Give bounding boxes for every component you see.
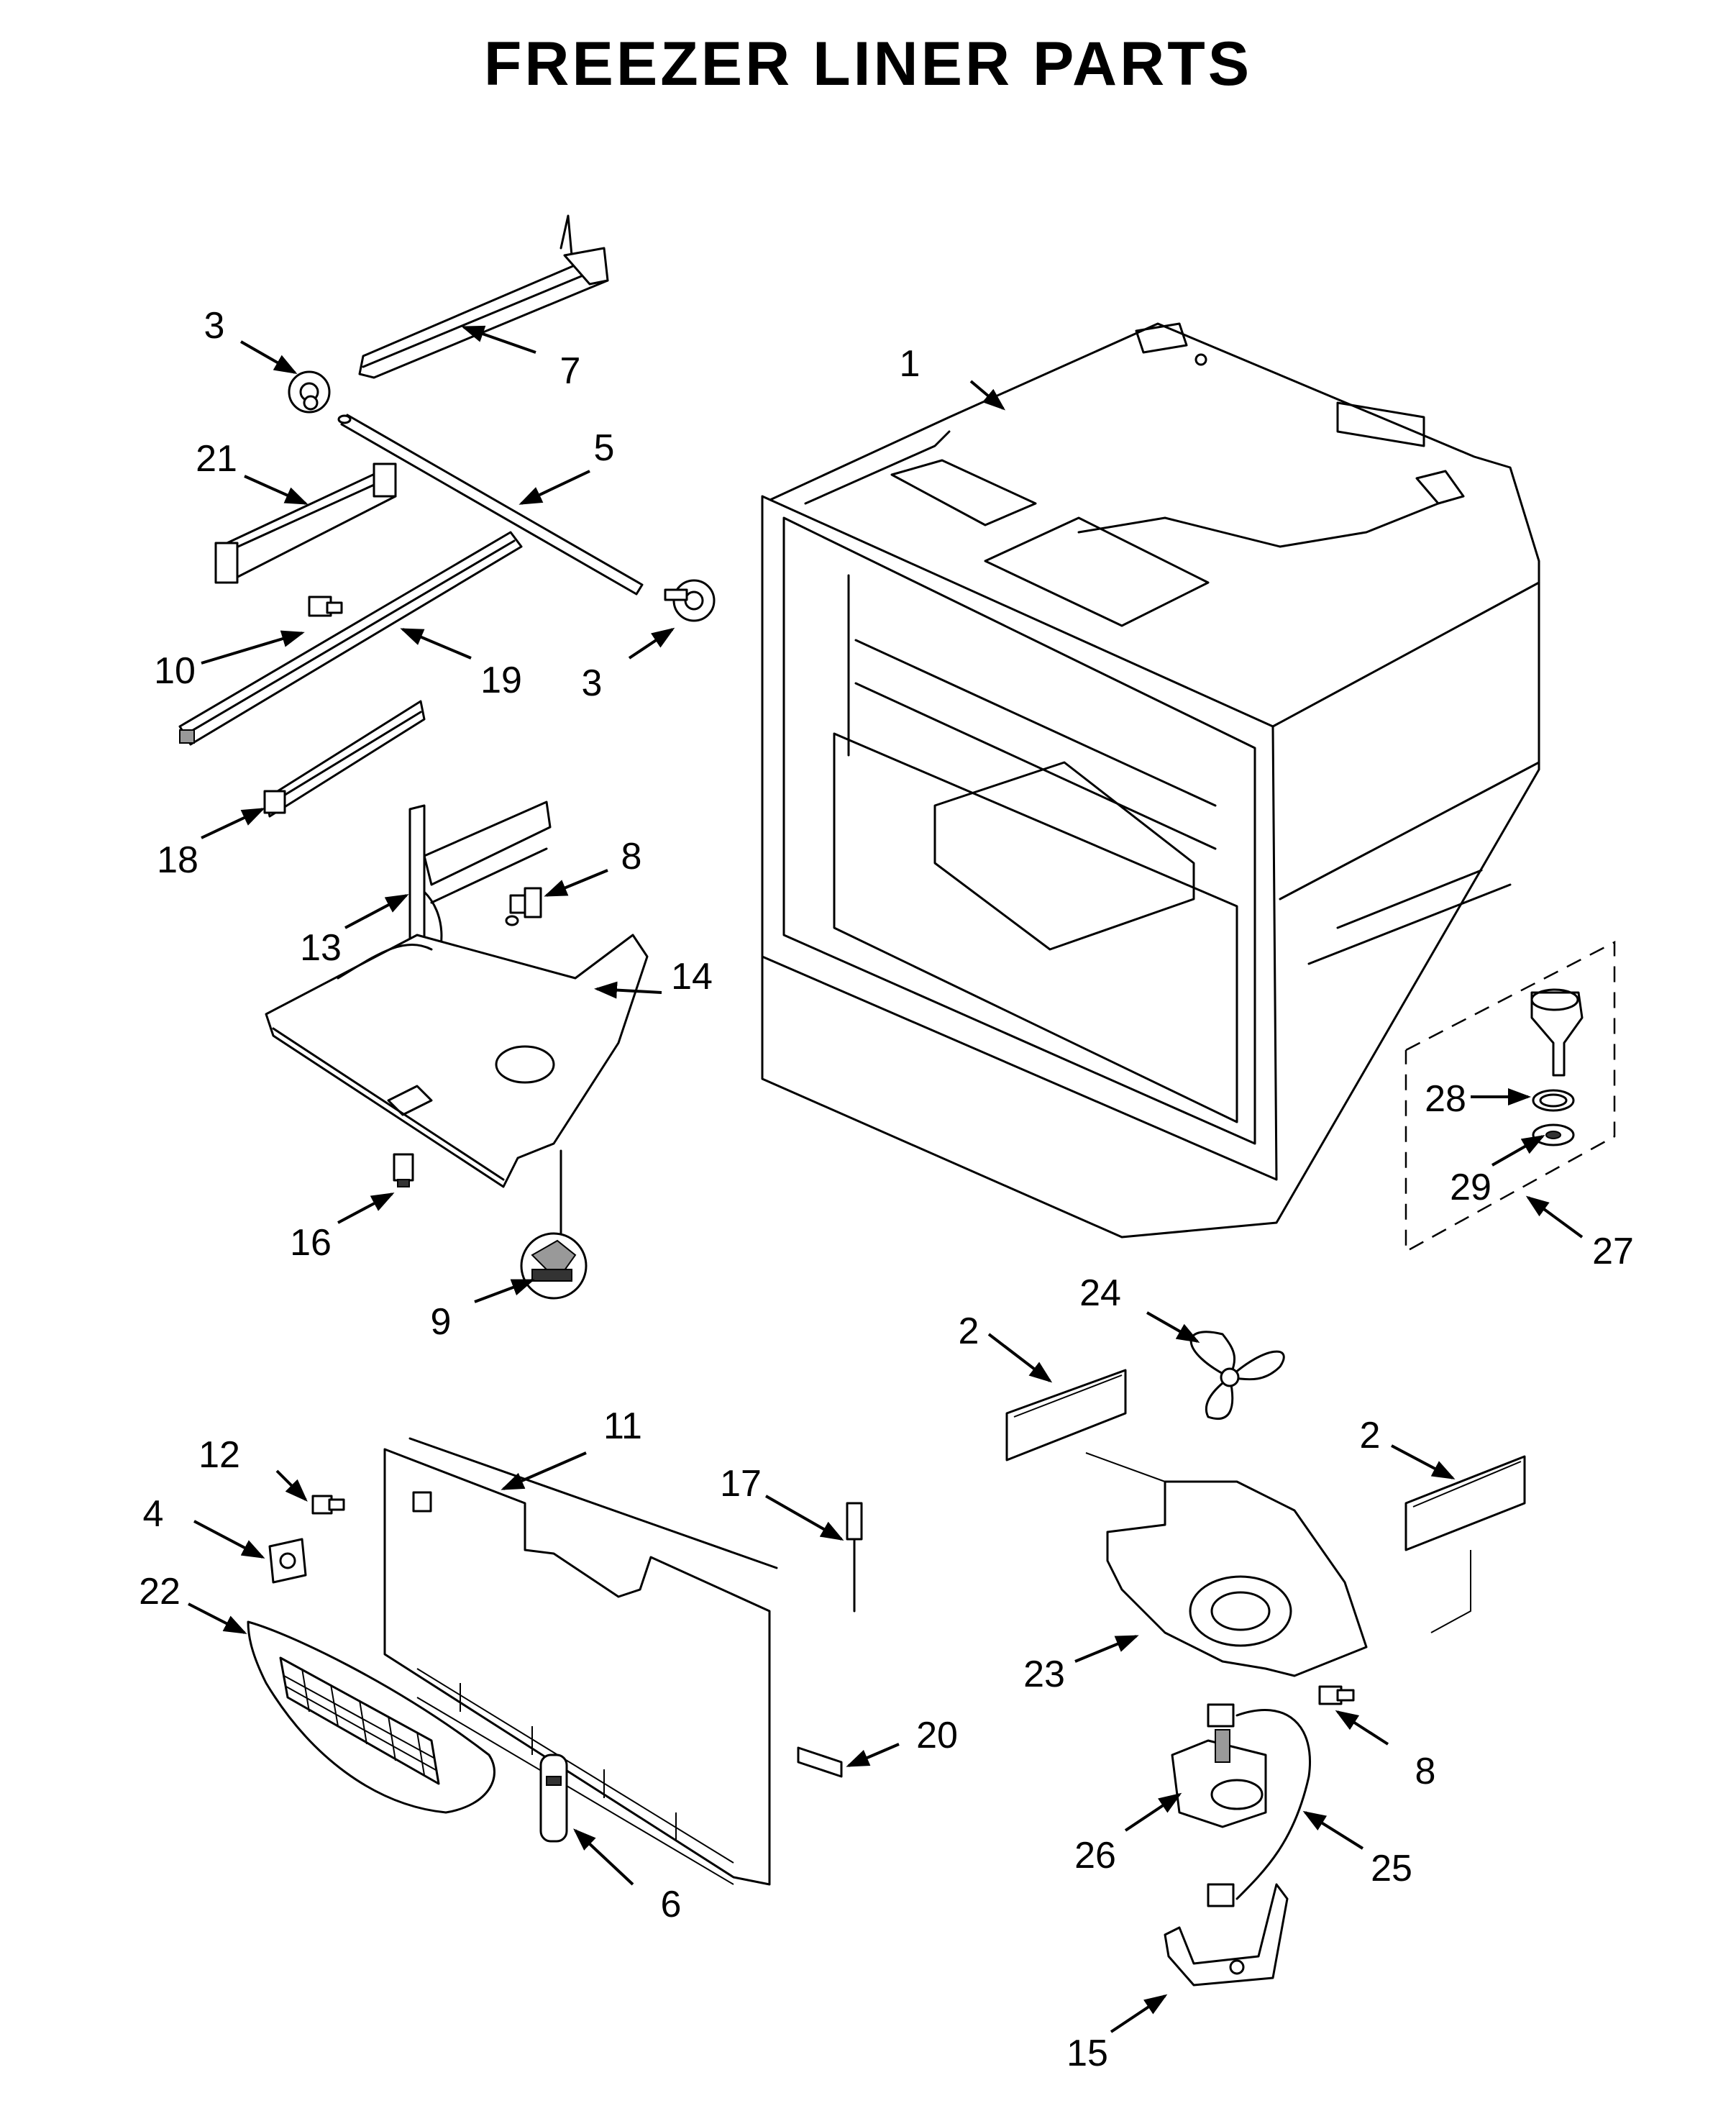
callout-17: 17 (720, 1463, 762, 1505)
screw-part (311, 1495, 345, 1515)
gear-part (664, 579, 716, 622)
callout-28: 28 (1425, 1078, 1466, 1120)
slide-rail-part (178, 531, 523, 746)
grille-part (247, 1620, 495, 1814)
callout-9: 9 (431, 1301, 452, 1343)
fan-shroud-part (1085, 1452, 1368, 1677)
callout-7: 7 (560, 350, 581, 392)
motor-bracket-part (1164, 1883, 1289, 1987)
bracket-part (268, 1538, 307, 1584)
page-title: FREEZER LINER PARTS (483, 29, 1253, 99)
rod-part (337, 414, 644, 596)
callout-3: 3 (582, 662, 603, 704)
callout-2: 2 (959, 1310, 979, 1352)
callout-3: 3 (204, 305, 225, 347)
callout-1: 1 (900, 343, 920, 385)
screw-part (1318, 1685, 1355, 1705)
fan-motor-part (1171, 1729, 1267, 1828)
bracket-part (408, 801, 552, 976)
callout-19: 19 (480, 660, 522, 701)
callout-10: 10 (154, 650, 196, 692)
callout-8: 8 (621, 836, 642, 877)
callout-labels: 1 2 2 3 3 4 5 6 7 8 8 9 10 11 12 13 14 1… (139, 305, 1634, 2074)
callout-21: 21 (196, 438, 237, 480)
callout-22: 22 (139, 1571, 181, 1613)
callout-27: 27 (1592, 1231, 1634, 1272)
callout-2: 2 (1360, 1415, 1381, 1456)
gear-part (288, 370, 331, 414)
drain-kit-part (1404, 940, 1616, 1254)
thermistor-part (846, 1502, 863, 1613)
callout-25: 25 (1371, 1848, 1412, 1889)
drain-trough-part (265, 934, 649, 1246)
screw-part (308, 596, 343, 617)
motor-part (520, 1232, 588, 1300)
ring-part (1532, 1089, 1575, 1112)
callout-16: 16 (290, 1222, 332, 1264)
callout-20: 20 (916, 1715, 958, 1756)
leader-lines (188, 325, 1584, 2033)
evaporator-cover-part (383, 1437, 778, 1886)
callout-8: 8 (1415, 1751, 1436, 1792)
clip-part (539, 1754, 568, 1843)
callout-15: 15 (1066, 2033, 1108, 2074)
insulation-pad-part (1404, 1455, 1526, 1633)
callout-13: 13 (300, 927, 342, 969)
callout-5: 5 (594, 427, 615, 469)
callout-26: 26 (1074, 1835, 1116, 1876)
insulation-pad-part (1005, 1369, 1127, 1461)
slide-support-part (214, 462, 397, 584)
callout-18: 18 (157, 839, 198, 881)
rack-part (358, 214, 609, 379)
callout-29: 29 (1450, 1167, 1491, 1208)
slide-part (263, 700, 426, 818)
freezer-liner-part (761, 322, 1540, 1239)
wire-harness-part (1207, 1703, 1311, 1907)
callout-6: 6 (661, 1884, 682, 1925)
seal-part (797, 1746, 843, 1778)
clip-part (393, 1153, 414, 1187)
callout-12: 12 (198, 1434, 240, 1476)
cap-part (1532, 1123, 1575, 1146)
callout-4: 4 (143, 1493, 164, 1535)
fan-blade-part (1189, 1331, 1285, 1420)
callout-23: 23 (1023, 1654, 1065, 1695)
callout-11: 11 (603, 1405, 642, 1447)
callout-24: 24 (1079, 1272, 1121, 1314)
callout-14: 14 (671, 956, 713, 998)
screw-part (505, 887, 542, 926)
